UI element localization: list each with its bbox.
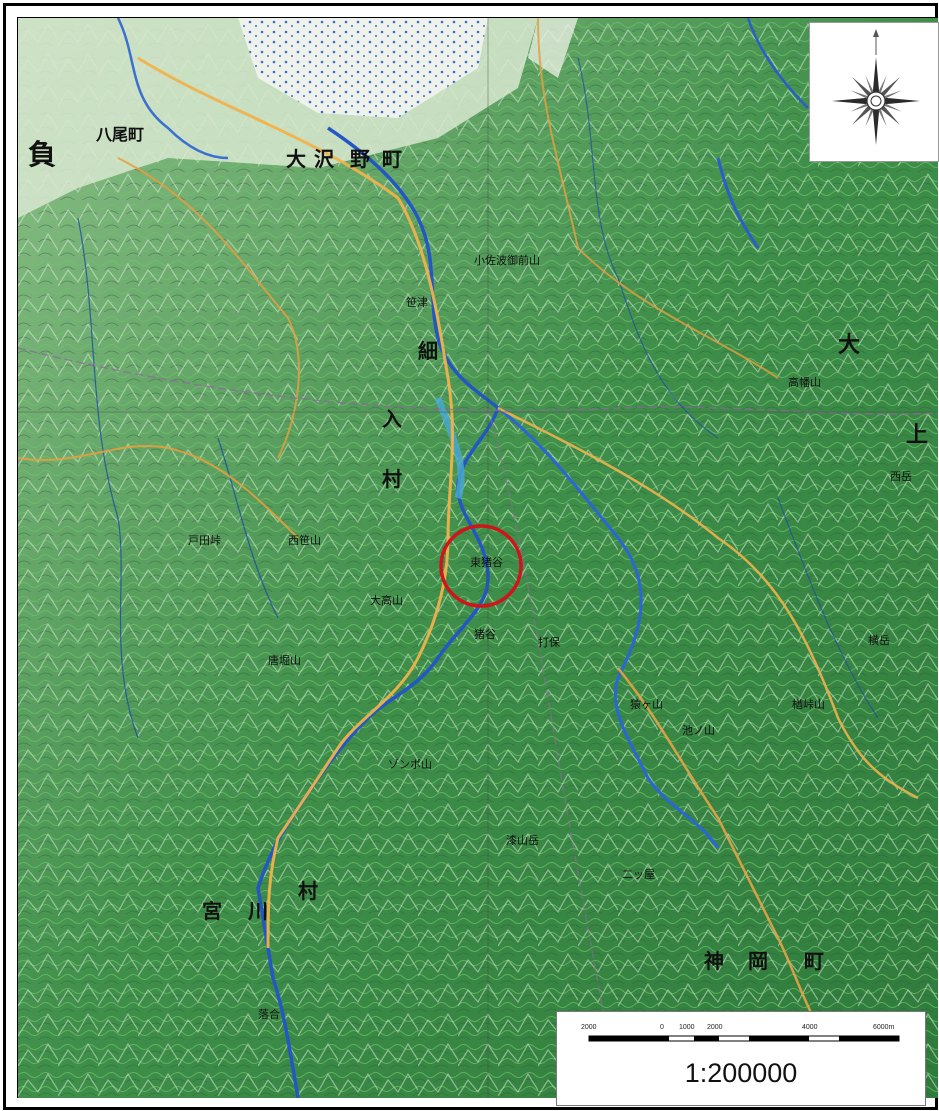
scale-tick-label: 2000 bbox=[581, 1024, 597, 1031]
red-circle-marker[interactable] bbox=[439, 524, 523, 608]
compass-rose-icon bbox=[832, 29, 920, 145]
village-label: 東猪谷 bbox=[470, 556, 503, 569]
place-label: 入 bbox=[382, 407, 402, 431]
village-label: 二ッ屋 bbox=[622, 868, 655, 881]
mountain-label: 横岳 bbox=[868, 633, 890, 647]
place-label: 八尾町 bbox=[95, 125, 144, 144]
mountain-label: 池ノ山 bbox=[682, 724, 715, 737]
mountain-label: 楢峠山 bbox=[792, 697, 825, 711]
scale-bar bbox=[588, 1035, 900, 1042]
place-label: 村 bbox=[382, 467, 402, 491]
place-label: 大 bbox=[838, 333, 860, 358]
place-label: 町 bbox=[382, 147, 402, 171]
place-label: 野 bbox=[350, 147, 370, 171]
place-label: 川 bbox=[247, 899, 268, 923]
scale-tick-label: 0 bbox=[660, 1024, 664, 1031]
place-label: 負 bbox=[28, 138, 56, 171]
mountain-label: 西笹山 bbox=[288, 534, 321, 547]
river-jinzu bbox=[256, 126, 501, 1098]
place-label: 町 bbox=[804, 949, 824, 973]
mountain-label: 高幡山 bbox=[788, 375, 821, 389]
mountain-label: ゾンボ山 bbox=[388, 758, 432, 771]
place-label: 岡 bbox=[748, 949, 768, 973]
place-label: 村 bbox=[298, 879, 318, 903]
scale-bar-panel: 2000 0 1000 2000 4000 6000m 1:200000 bbox=[556, 1011, 926, 1106]
scale-ratio: 1:200000 bbox=[684, 1058, 798, 1088]
village-label: 猪谷 bbox=[474, 628, 496, 641]
village-label: 落合 bbox=[258, 1007, 280, 1021]
mountain-label: 漆山岳 bbox=[506, 834, 539, 847]
place-label: 神 bbox=[704, 949, 724, 973]
village-label: 打保 bbox=[538, 635, 560, 649]
place-label: 上 bbox=[906, 423, 928, 448]
scale-tick-label: 6000m bbox=[873, 1024, 895, 1031]
place-labels: 負 八尾町 大 沢 野 町 細 入 村 大 上 宮 川 村 神 岡 町 戸田峠 … bbox=[28, 125, 928, 1021]
place-label: 宮 bbox=[202, 899, 222, 923]
mountain-label: 唐堀山 bbox=[268, 653, 301, 667]
terrain-layer bbox=[18, 18, 938, 1098]
scale-tick-label: 4000 bbox=[802, 1024, 818, 1031]
village-label: 笹津 bbox=[406, 296, 428, 309]
place-label: 大 bbox=[286, 147, 306, 171]
place-label: 沢 bbox=[314, 147, 335, 171]
mountain-label: 猿ヶ山 bbox=[630, 697, 663, 711]
topographic-map[interactable]: 負 八尾町 大 沢 野 町 細 入 村 大 上 宮 川 村 神 岡 町 戸田峠 … bbox=[17, 17, 938, 1098]
mountain-label: 大高山 bbox=[370, 593, 403, 607]
river-miyagawa bbox=[497, 406, 720, 849]
mountain-label: 西岳 bbox=[890, 470, 912, 483]
mountain-label: 小佐波御前山 bbox=[474, 253, 540, 267]
place-label: 細 bbox=[418, 339, 438, 363]
mountain-label: 戸田峠 bbox=[188, 533, 221, 547]
scale-tick-label: 2000 bbox=[707, 1024, 723, 1031]
compass-panel bbox=[809, 22, 939, 162]
scale-tick-label: 1000 bbox=[679, 1024, 695, 1031]
